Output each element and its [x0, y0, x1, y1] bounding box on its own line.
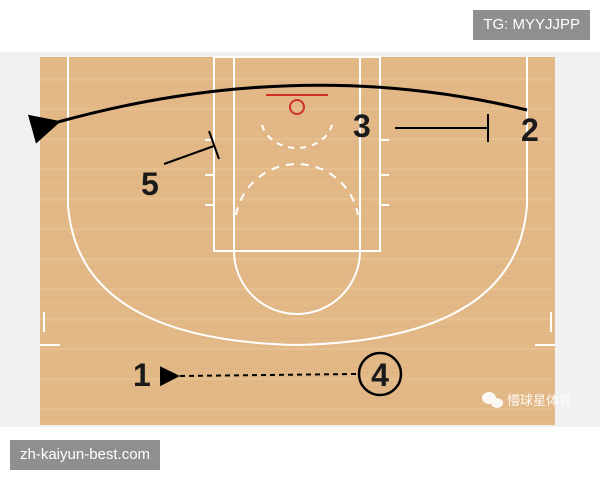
watermark: 懵球星体育 — [482, 392, 572, 409]
screen-3 — [395, 114, 489, 142]
player-5-label: 5 — [141, 166, 159, 202]
free-throw-circle-bottom — [233, 250, 361, 315]
player-2-label: 2 — [521, 112, 539, 148]
rim — [289, 99, 305, 115]
footer-tag: zh-kaiyun-best.com — [10, 440, 161, 470]
player-4-ring — [357, 351, 403, 397]
player-1-label: 1 — [133, 357, 151, 393]
three-point-arc — [67, 204, 528, 347]
cut-arrow-2 — [27, 83, 528, 144]
player-4-label: 4 — [371, 357, 389, 393]
watermark-text: 懵球星体育 — [507, 393, 572, 409]
pass-arrow-4-to-1 — [159, 366, 357, 387]
player-3-label: 3 — [353, 108, 371, 144]
free-throw-lane — [213, 56, 381, 252]
screen-5 — [163, 130, 220, 165]
header-tag: TG: MYYJJPP — [473, 10, 590, 40]
wechat-icon — [482, 392, 503, 408]
court-floor — [40, 57, 555, 425]
